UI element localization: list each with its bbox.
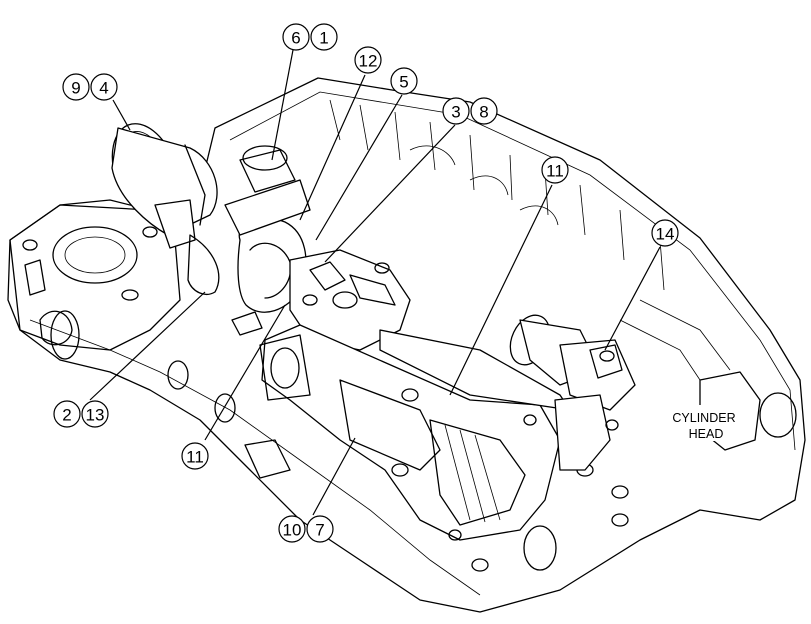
- egr-outlet-pipe: [509, 314, 636, 471]
- callout-label: 14: [656, 225, 675, 244]
- air-intake-tube: [111, 123, 220, 295]
- callout-10-7: 10 7: [278, 515, 334, 543]
- callout-9-4: 9 4: [62, 73, 118, 101]
- cylinder-head-label: CYLINDER HEAD: [662, 405, 740, 441]
- cylinder-head-block: [7, 77, 806, 613]
- callout-label: 2: [62, 406, 71, 425]
- egr-valve-body: [289, 249, 411, 351]
- callout-label: 5: [399, 73, 408, 92]
- callout-label: 3: [451, 103, 460, 122]
- callout-6-1: 6 1: [282, 23, 338, 51]
- egr-cooler: [259, 324, 571, 541]
- callout-5: 5: [390, 67, 418, 95]
- callout-3-8: 3 8: [442, 97, 498, 125]
- callout-label: 7: [315, 521, 324, 540]
- cylinder-head-label-line2: HEAD: [689, 427, 724, 441]
- leader-lines: [89, 49, 661, 516]
- callout-label: 11: [186, 448, 204, 467]
- callout-label: 9: [71, 79, 80, 98]
- callout-14: 14: [651, 219, 679, 247]
- callout-2-13: 2 13: [53, 400, 109, 428]
- callout-11-bottom: 11: [181, 442, 209, 470]
- callout-12: 12: [354, 46, 382, 74]
- callout-label: 4: [99, 79, 108, 98]
- callout-11-top: 11: [541, 156, 569, 184]
- cylinder-head-label-line1: CYLINDER: [672, 411, 735, 425]
- callout-label: 10: [283, 521, 302, 540]
- callout-label: 13: [86, 406, 105, 425]
- callout-label: 8: [479, 103, 488, 122]
- callout-label: 11: [546, 162, 564, 181]
- callout-label: 1: [319, 29, 328, 48]
- callout-label: 12: [359, 52, 378, 71]
- callout-label: 6: [291, 29, 300, 48]
- throttle-valve: [224, 145, 311, 336]
